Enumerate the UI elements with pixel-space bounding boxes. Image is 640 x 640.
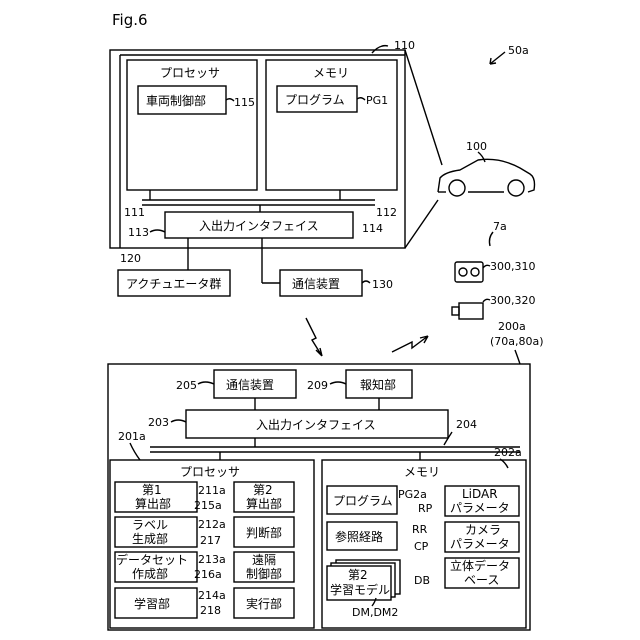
lidar-params-ref: RP (418, 502, 433, 515)
vehicle-program-ref: PG1 (366, 94, 388, 107)
execution-ref: 218 (200, 604, 221, 617)
server-program-ref: PG2a (398, 488, 427, 501)
vehicle-controller-ref: 115 (234, 96, 255, 109)
model-ref: DM,DM2 (352, 606, 398, 619)
remote-ctrl-line2: 制御部 (246, 566, 282, 581)
remote-ctrl-ref: 216a (194, 568, 222, 581)
notification-label: 報知部 (360, 377, 396, 392)
model-line1: 第2 (348, 568, 368, 582)
server-memory-ref: 202a (494, 446, 522, 459)
learning-ref: 214a (198, 589, 226, 602)
vehicle-controller-label: 車両制御部 (146, 93, 206, 108)
label-gen-ref: 212a (198, 518, 226, 531)
server-io-right-ref: 204 (456, 418, 477, 431)
vehicle-memory-title: メモリ (313, 66, 349, 80)
vehicle-bus-left-ref: 111 (124, 206, 145, 219)
server-memory-title: メモリ (404, 465, 440, 479)
system-ref: 50a (508, 44, 529, 57)
server-io-label: 入出力インタフェイス (256, 418, 376, 432)
vehicle-icon: 100 (438, 140, 535, 196)
ref-route-label: 参照経路 (335, 529, 383, 544)
system-ref-arrow (490, 52, 505, 64)
vehicle-processor-title: プロセッサ (160, 66, 220, 80)
model-line2: 学習モデル (330, 582, 390, 597)
actuators-label: アクチュエータ群 (126, 277, 221, 291)
vehicle-comm-label: 通信装置 (292, 277, 340, 291)
dataset-gen-line2: 作成部 (132, 566, 168, 581)
first-calc-line1: 第1 (142, 483, 162, 497)
sensors: 7a 300,310 300,320 (452, 220, 536, 319)
label-gen-line2: 生成部 (132, 531, 168, 546)
actuators-ref: 120 (120, 252, 141, 265)
projection-line-top (405, 50, 442, 165)
server-processor-ref: 201a (118, 430, 146, 443)
sensors-ref: 7a (493, 220, 507, 233)
judge-ref: 217 (200, 534, 221, 547)
vehicle-io-right-ref: 114 (362, 222, 383, 235)
server-comm-ref: 205 (176, 379, 197, 392)
wireless-link-icon-2 (392, 336, 428, 352)
vehicle-ref: 100 (466, 140, 487, 153)
ref-route-ref: RR (412, 523, 428, 536)
first-calc-ref: 211a (198, 484, 226, 497)
label-gen-line1: ラベル (132, 518, 168, 532)
server-ref-sub: (70a,80a) (490, 335, 544, 348)
vehicle-comm-ref: 130 (372, 278, 393, 291)
projection-line-bottom (405, 200, 438, 248)
db-ref: DB (414, 574, 430, 587)
db-line2: ベース (464, 573, 499, 587)
wireless-link-icon (306, 318, 322, 356)
camera-params-line2: パラメータ (450, 537, 510, 551)
first-calc-line2: 算出部 (135, 496, 171, 511)
camera-icon (459, 303, 483, 319)
camera-ref: 300,320 (490, 294, 536, 307)
execution-label: 実行部 (246, 596, 282, 611)
second-calc-line2: 算出部 (246, 496, 282, 511)
server-processor-title: プロセッサ (180, 465, 240, 479)
vehicle-io-label: 入出力インタフェイス (199, 219, 319, 233)
vehicle-io-left-ref: 113 (128, 226, 149, 239)
remote-ctrl-line1: 遠隔 (252, 553, 276, 567)
vehicle-bus-right-ref: 112 (376, 206, 397, 219)
dataset-gen-ref: 213a (198, 553, 226, 566)
lidar-params-line1: LiDAR (462, 487, 498, 501)
camera-params-ref: CP (414, 540, 429, 553)
lidar-params-line2: パラメータ (450, 501, 510, 515)
notification-ref: 209 (307, 379, 328, 392)
lidar-ref: 300,310 (490, 260, 536, 273)
figure-label: Fig.6 (112, 11, 148, 29)
second-calc-ref: 215a (194, 499, 222, 512)
judge-label: 判断部 (246, 525, 282, 540)
vehicle-unit: 110 プロセッサ 車両制御部 115 メモリ プログラム PG1 111 11… (110, 39, 415, 296)
server-program-label: プログラム (333, 494, 393, 508)
second-calc-line1: 第2 (253, 483, 273, 497)
vehicle-program-label: プログラム (285, 93, 345, 107)
dataset-gen-line1: データセット (116, 552, 188, 567)
learning-label: 学習部 (134, 596, 170, 611)
server-ref: 200a (498, 320, 526, 333)
server-unit: 通信装置 205 報知部 209 入出力インタフェイス 203 204 201a… (108, 364, 530, 630)
camera-params-line1: カメラ (465, 523, 501, 537)
db-line1: 立体データ (450, 558, 510, 573)
server-io-left-ref: 203 (148, 416, 169, 429)
server-comm-label: 通信装置 (226, 378, 274, 392)
vehicle-unit-ref: 110 (394, 39, 415, 52)
